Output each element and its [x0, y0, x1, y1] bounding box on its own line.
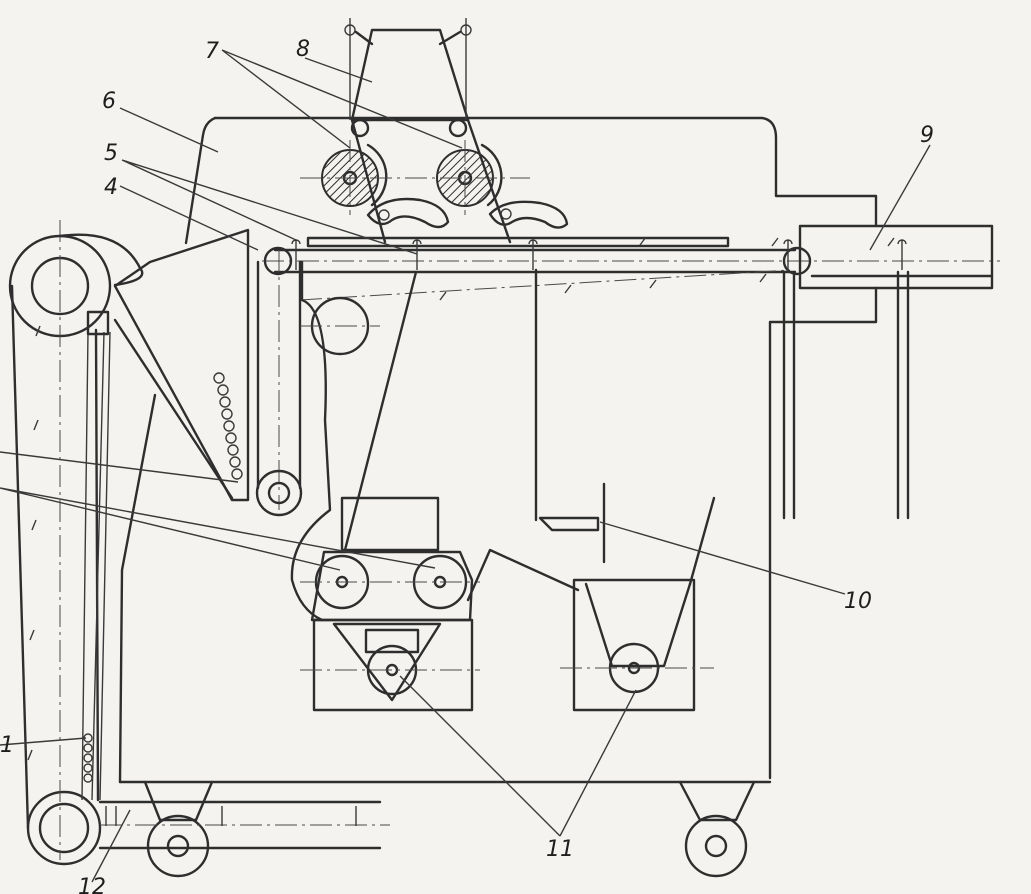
elevator-bottom-drum-inner — [38, 802, 90, 854]
top-belt-tray — [306, 236, 730, 248]
label-4: 4 — [104, 175, 118, 200]
hopper-brace-left — [354, 30, 374, 46]
lower-unit-top-box — [340, 496, 440, 552]
label-7: 7 — [205, 39, 219, 64]
inclined-feeder — [113, 228, 250, 502]
right-unit-base — [572, 578, 696, 712]
output-conveyor-housing — [798, 224, 994, 290]
belt-hook-3 — [528, 239, 538, 270]
caster-left — [146, 814, 210, 878]
return-belt — [299, 269, 791, 301]
belt-hook-5 — [897, 239, 907, 270]
curved-lever-left-pin — [378, 209, 390, 221]
caster-left-hub — [166, 834, 190, 858]
elevator-bracket — [86, 310, 110, 336]
small-roller-right — [448, 118, 468, 138]
curved-lever-right — [488, 200, 569, 229]
right-unit-guide — [688, 496, 716, 586]
lower-unit-cap — [364, 628, 420, 654]
small-conveyor-bottom-pulley — [255, 469, 303, 517]
lower-unit-rollers-housing — [310, 550, 474, 622]
hopper-chute-right — [466, 118, 512, 244]
right-unit-funnel — [584, 582, 692, 668]
label-6: 6 — [102, 89, 116, 114]
belt-hook-2 — [412, 239, 422, 270]
elevator-chain-beads — [83, 733, 93, 783]
label-12: 12 — [78, 875, 106, 894]
top-belt-right-pulley — [782, 246, 812, 276]
caster-right — [684, 814, 748, 878]
curved-lever-left — [366, 197, 450, 229]
label-11: 11 — [546, 837, 574, 862]
elevator-top-drum-outer — [8, 234, 112, 338]
machine-body-outline — [213, 116, 878, 228]
sorting-ramp — [466, 548, 580, 602]
hopper-pivot-left — [344, 24, 356, 36]
stop-guide — [538, 516, 600, 532]
caster-right-hub — [704, 834, 728, 858]
hopper-brace-right — [438, 30, 462, 46]
central-chute-right — [343, 270, 418, 552]
label-1: 1 — [0, 733, 14, 758]
elevator-chain-1 — [81, 331, 89, 801]
central-chute — [290, 260, 332, 622]
elevator-teeth — [27, 325, 41, 761]
label-5: 5 — [104, 141, 118, 166]
elevator-belt-left — [10, 284, 30, 830]
leader-lines — [0, 49, 931, 883]
hopper-pivot-right — [460, 24, 472, 36]
hopper-chute-left — [350, 118, 387, 244]
machine-body-right-wall — [768, 286, 878, 780]
feeder-ball-column — [213, 372, 243, 480]
bottom-conveyor-hooks — [105, 806, 357, 826]
label-9: 9 — [920, 123, 934, 148]
lower-unit-funnel — [332, 622, 442, 702]
small-conveyor-bottom-hub — [267, 481, 291, 505]
machine-body-left-wall — [118, 393, 157, 784]
belt-hook-4 — [783, 239, 793, 270]
belt-teeth — [439, 236, 895, 301]
machine-body-top-left — [184, 116, 217, 245]
label-10: 10 — [844, 589, 872, 614]
inclined-feeder-lower — [113, 318, 234, 500]
feed-roll-left-guard — [366, 143, 388, 207]
elevator-belt-right — [94, 328, 100, 802]
small-roller-left — [350, 118, 370, 138]
leg-right — [678, 780, 756, 822]
elevator-chain-3 — [99, 331, 111, 801]
label-8: 8 — [296, 37, 310, 62]
top-belt-left-pulley — [263, 246, 293, 276]
elevator-chain-2 — [91, 331, 105, 801]
lower-unit-base — [312, 618, 474, 712]
